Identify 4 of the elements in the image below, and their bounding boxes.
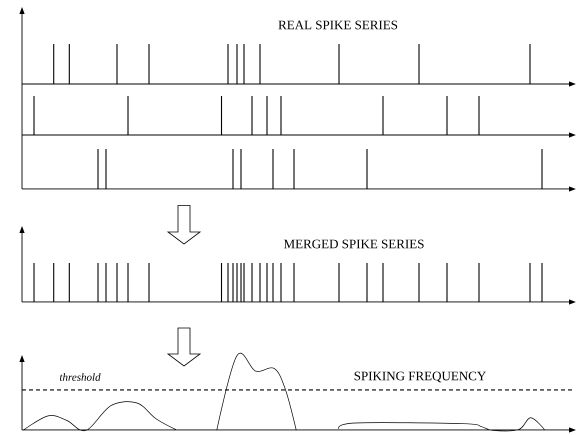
plot-title: SPIKING FREQUENCY [354,372,486,382]
plot-title: MERGED SPIKE SERIES [284,240,424,248]
plot-title: REAL SPIKE SERIES [278,20,398,30]
plot-title: threshold [60,373,101,381]
